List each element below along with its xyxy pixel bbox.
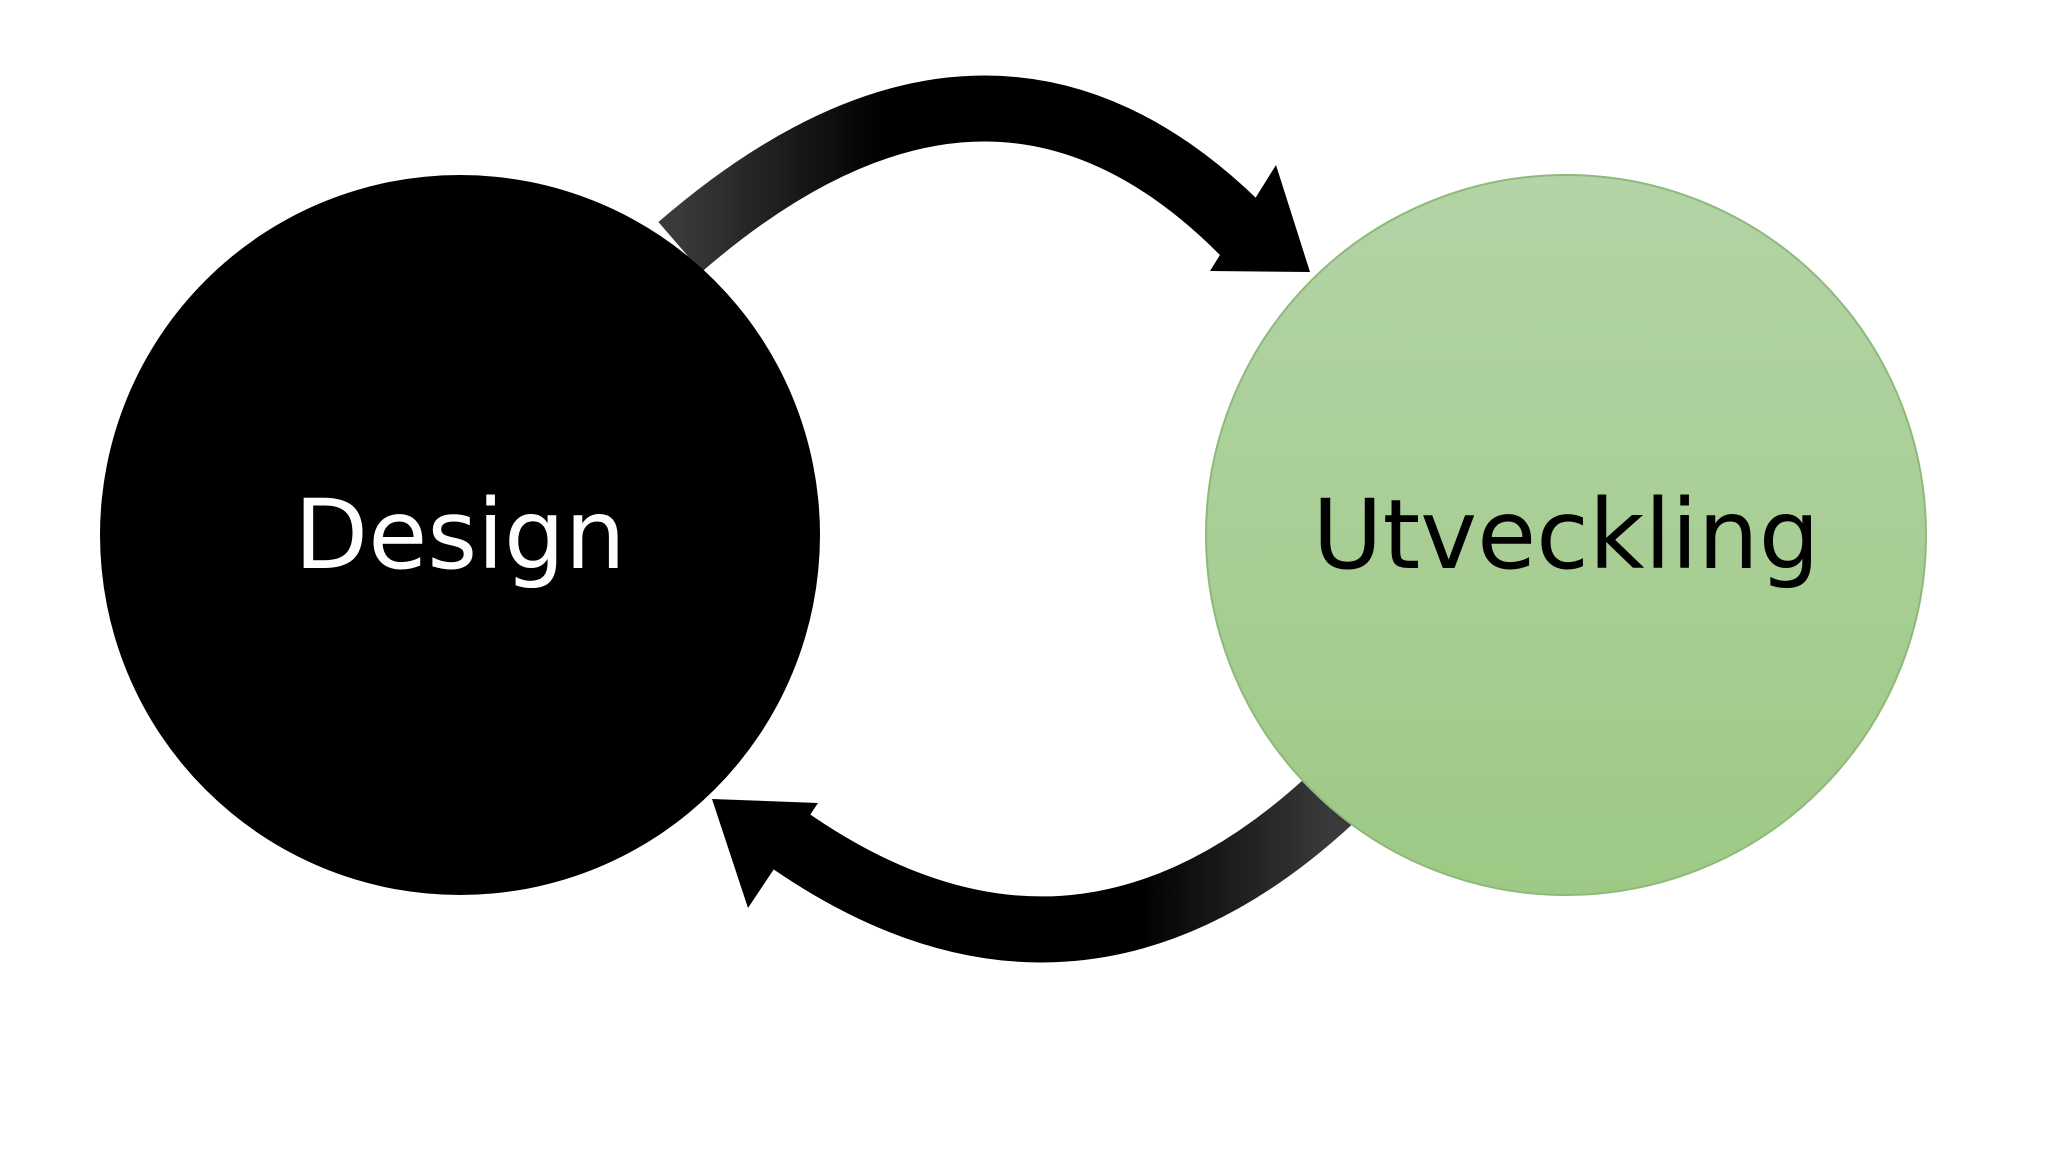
arrow-bottom-head (712, 799, 818, 908)
utveckling-circle (1205, 174, 1927, 896)
arrow-design-to-utveckling (658, 75, 1310, 272)
arrow-top-head (1210, 165, 1310, 272)
design-circle (100, 175, 820, 895)
arrow-utveckling-to-design (712, 775, 1353, 963)
arrow-top-shaft (658, 75, 1283, 272)
arrow-bottom-shaft (762, 775, 1353, 963)
